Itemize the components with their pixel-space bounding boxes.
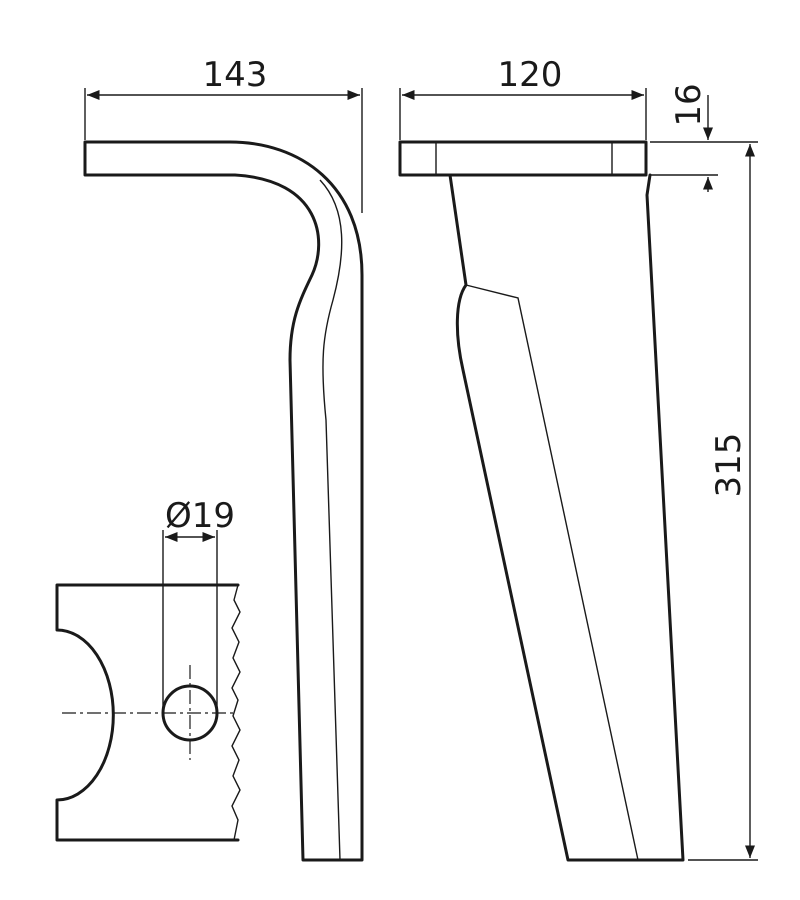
side-view-bend-line [319,179,343,861]
hole-detail-view [55,583,241,842]
dimension-overall-height: 315 [688,144,758,861]
blade-bevel-line [465,284,639,861]
dimension-label-hole-diameter: Ø19 [165,496,235,536]
blade-outline [448,173,685,862]
front-view [398,140,685,862]
side-view-outline [83,140,364,862]
detail-break-line [231,584,241,841]
side-view [83,140,364,862]
detail-outline [55,583,240,842]
dimension-plate-thickness: 16 [650,83,758,192]
mounting-plate [398,140,648,177]
dimension-label-front-width: 120 [498,55,563,95]
dimension-label-side-width: 143 [203,55,268,95]
dimension-hole-diameter: Ø19 [162,496,235,713]
dimension-label-plate-thickness: 16 [669,83,709,126]
dimension-front-width: 120 [399,55,647,140]
dimension-label-overall-height: 315 [709,433,749,498]
dimension-side-width: 143 [84,55,363,213]
